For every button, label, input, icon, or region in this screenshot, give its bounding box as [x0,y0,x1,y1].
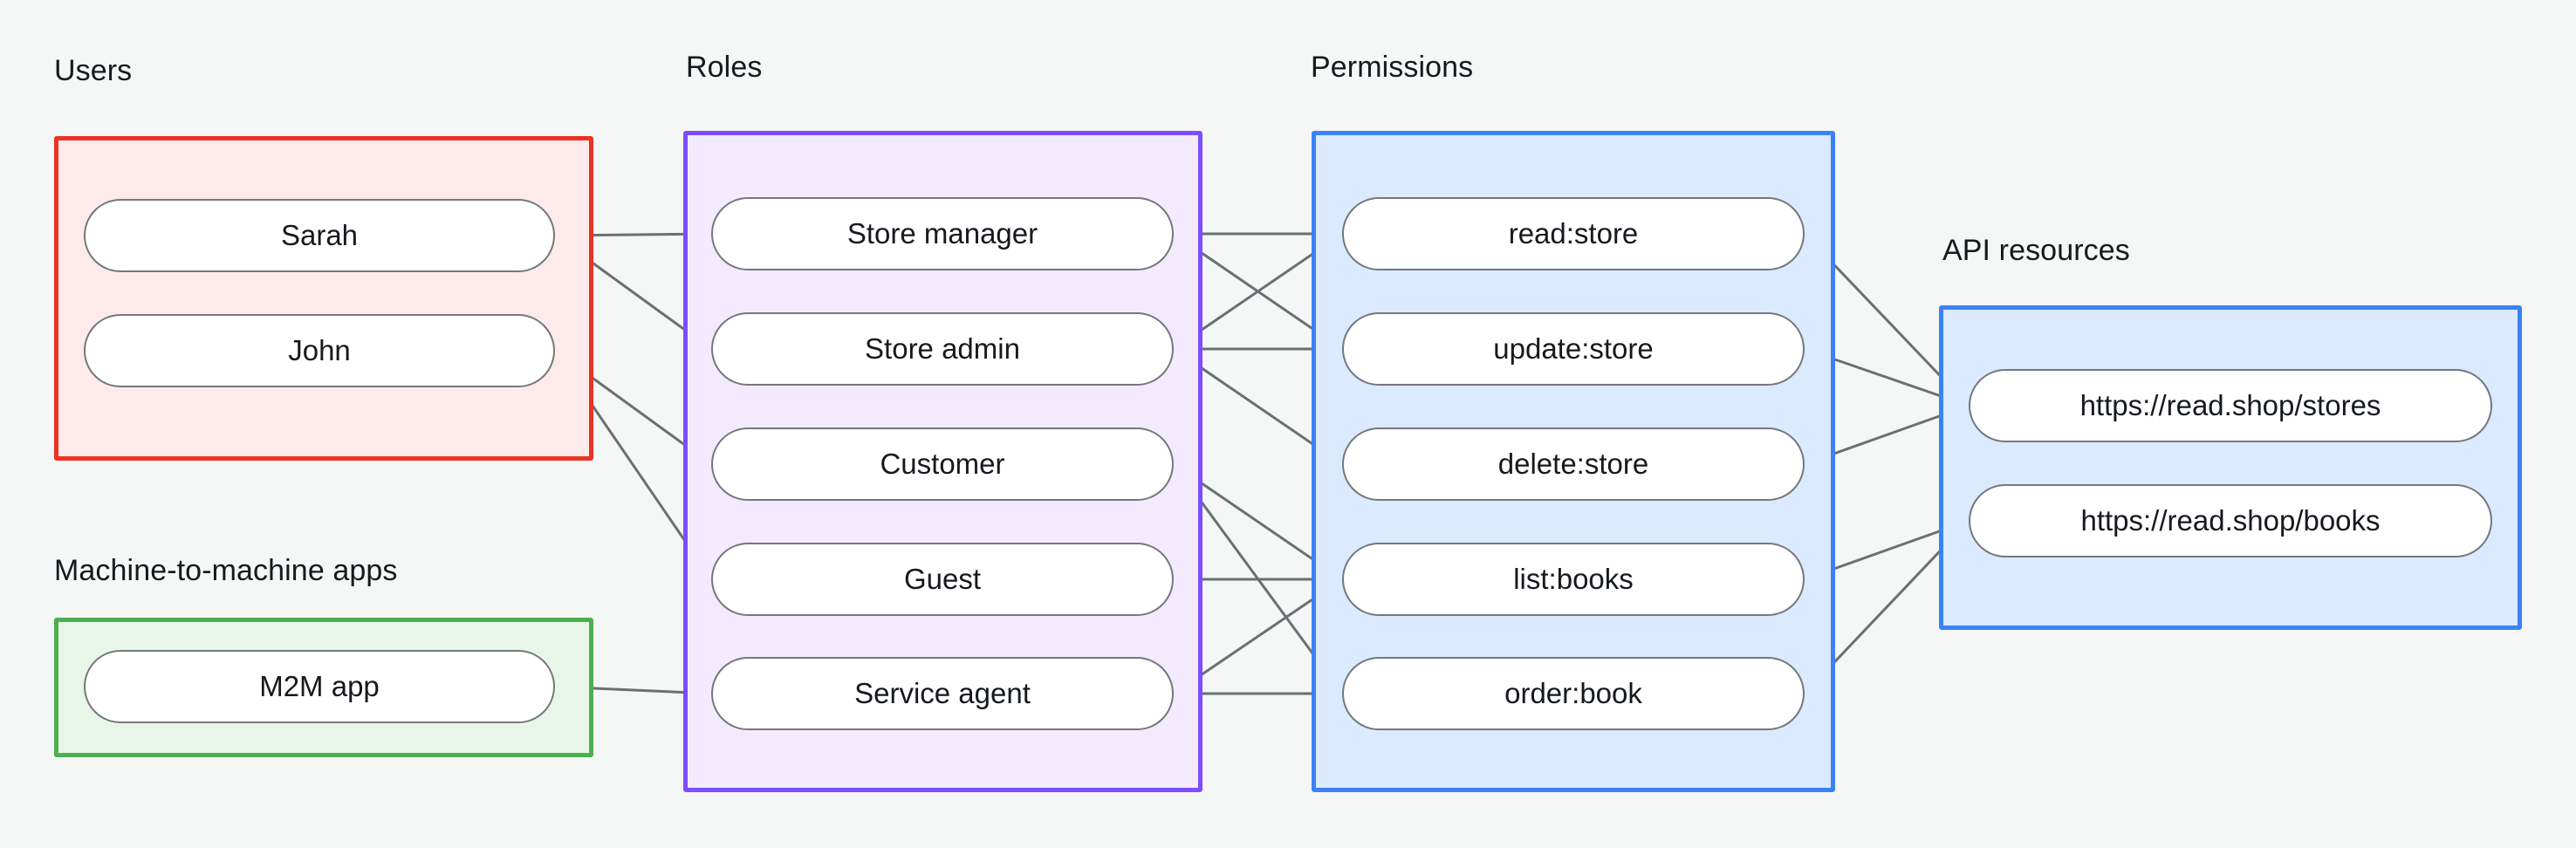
node-label-delete-store: delete:store [1497,448,1649,480]
node-customer[interactable]: Customer [711,427,1174,501]
node-service-agent[interactable]: Service agent [711,657,1174,730]
node-store-manager[interactable]: Store manager [711,197,1174,270]
group-title-users: Users [54,54,133,87]
node-label-update-store: update:store [1493,332,1654,365]
node-read-store[interactable]: read:store [1342,197,1805,270]
node-label-john: John [288,334,351,366]
node-delete-store[interactable]: delete:store [1342,427,1805,501]
node-guest[interactable]: Guest [711,543,1174,616]
node-m2mapp[interactable]: M2M app [84,650,555,723]
node-res-books[interactable]: https://read.shop/books [1969,484,2492,557]
node-label-guest: Guest [903,563,982,595]
node-label-sarah: Sarah [280,219,359,251]
node-label-store-manager: Store manager [846,217,1038,250]
node-label-order-book: order:book [1504,677,1642,709]
node-label-store-admin: Store admin [865,332,1020,365]
node-list-books[interactable]: list:books [1342,543,1805,616]
group-title-api-resources: API resources [1942,234,2130,267]
node-label-list-books: list:books [1513,563,1634,595]
node-label-m2mapp: M2M app [259,670,380,702]
node-update-store[interactable]: update:store [1342,312,1805,386]
node-sarah[interactable]: Sarah [84,199,555,272]
node-label-res-stores: https://read.shop/stores [2079,389,2381,421]
node-label-res-books: https://read.shop/books [2080,504,2381,537]
group-box-users [54,136,593,461]
node-store-admin[interactable]: Store admin [711,312,1174,386]
node-label-service-agent: Service agent [854,677,1031,709]
node-john[interactable]: John [84,314,555,387]
node-label-customer: Customer [880,448,1005,480]
node-label-read-store: read:store [1508,217,1639,250]
group-title-m2m: Machine-to-machine apps [54,554,398,587]
group-box-api-resources [1939,305,2522,630]
node-order-book[interactable]: order:book [1342,657,1805,730]
node-res-stores[interactable]: https://read.shop/stores [1969,369,2492,442]
group-title-permissions: Permissions [1311,51,1474,84]
group-title-roles: Roles [686,51,763,84]
